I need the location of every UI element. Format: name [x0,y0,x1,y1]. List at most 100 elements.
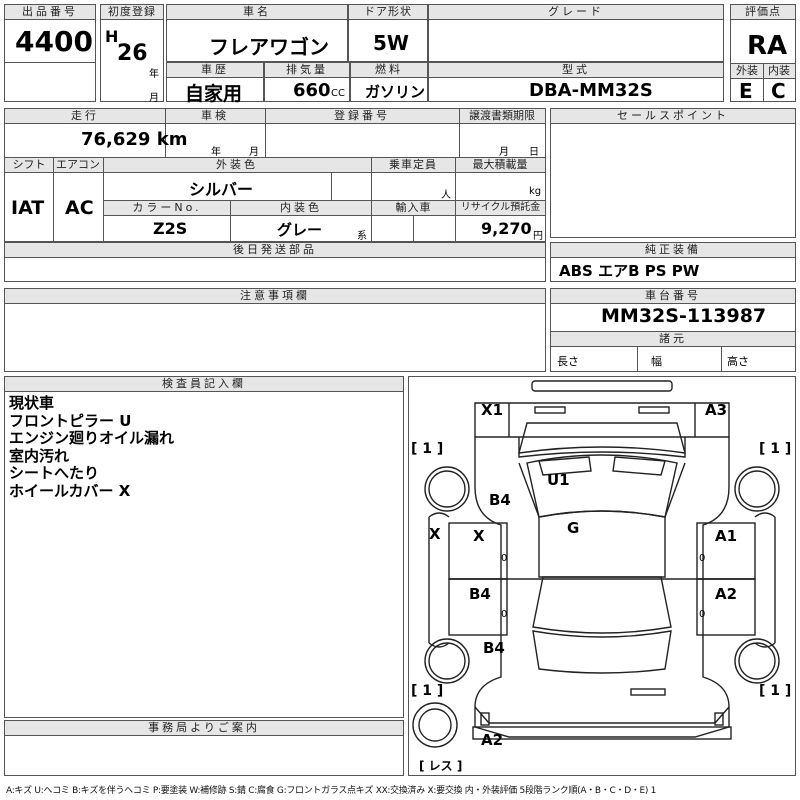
import-label: 輸入車 [372,201,455,215]
door-cell: ドア形状 5W [348,4,428,62]
chassis-label: 車台番号 [551,289,795,303]
recycle-unit: 円 [533,231,543,242]
mark-a2-bottom: A2 [481,731,504,749]
inspector-remarks: 現状車 フロントピラー U エンジン廻りオイル漏れ 室内汚れ シートへたり ホイ… [9,394,175,500]
insp-year-unit: 年 [211,147,221,158]
mark-b4-front: B4 [489,491,511,509]
remark-line: 室内汚れ [9,446,70,465]
specs-label: 諸元 [551,332,795,346]
mark-x1: X1 [481,401,504,419]
mileage-label: 走行 [5,109,165,123]
int-color-label: 内装色 [231,201,371,215]
int-color-value: グレー [277,221,323,239]
damage-diagram: X1 A3 U1 B4 G X X A1 B4 A2 B4 A2 [ 1 ] [… [408,376,796,776]
model-value: DBA-MM32S [529,80,653,101]
model-label: 型式 [429,63,723,77]
transfer-day-unit: 日 [529,147,539,158]
mark-a3: A3 [705,401,728,419]
era: H [105,27,119,46]
inspector-remarks-cell: 検査員記入欄 現状車 フロントピラー U エンジン廻りオイル漏れ 室内汚れ シー… [4,376,404,718]
displacement-label: 排気量 [265,63,349,77]
aircon-label: エアコン [53,158,103,172]
color-no-value: Z2S [153,219,188,238]
mark-b4-rear: B4 [469,585,491,603]
shift-label: シフト [5,158,53,172]
door-type: 5W [373,31,409,55]
lot-number-label: 出品番号 [5,5,95,19]
displacement-value: 660 [293,80,331,101]
vehicle-info-table: 走行 車検 登録番号 譲渡書類期限 76,629 km 年 月 月 日 シフト … [4,108,546,242]
first-registration-cell: 初度登録 H 26 年 月 [100,4,164,104]
spec-width-label: 幅 [651,355,662,368]
chassis-number: MM32S-113987 [601,305,767,327]
car-name: フレアワゴン [209,35,329,59]
car-outline-diagram [412,380,780,748]
regno-label: 登録番号 [265,109,459,123]
car-name-cell: 車名 フレアワゴン [166,4,348,62]
legend-text: A:キズ U:ヘコミ B:キズを伴うヘコミ P:要塗装 W:補修跡 S:錆 C:… [6,786,657,796]
remark-line: 現状車 [9,394,55,412]
recycle-value: 9,270 [481,219,532,238]
remark-line: エンジン廻りオイル漏れ [9,429,175,447]
spare-tire-label: [ レス ] [419,759,463,773]
mark-x-side: X [429,525,441,543]
mark-x-door: X [473,527,485,545]
wheel-label-front-right: [ 1 ] [759,441,792,457]
transfer-month-unit: 月 [499,147,509,158]
displacement-unit: CC [331,88,345,99]
interior-label: 内装 [763,64,795,78]
door-label: ドア形状 [349,5,427,19]
caution-label: 注意事項欄 [5,289,545,303]
sales-point-label: セールスポイント [551,109,795,123]
score-value: RA [747,31,788,61]
fuel-value: ガソリン [365,83,426,101]
office-notice-cell: 事務局よりご案内 [4,720,404,776]
model-cell: 型式 DBA-MM32S [428,62,724,102]
capacity-unit: 人 [441,190,451,201]
exterior-grade: E [739,79,753,103]
equipment-cell: 純正装備 ABS エアB PS PW [550,242,796,282]
aircon-value: AC [65,197,94,219]
mileage-value: 76,629 km [81,129,188,150]
remark-line: シートへたり [9,464,100,482]
fuel-cell: 燃料 ガソリン [350,62,428,102]
exterior-label: 外装 [731,64,763,78]
mark-g: G [567,519,580,537]
door-zero: 0 [699,553,706,564]
insp-month-unit: 月 [249,147,259,158]
capacity-label: 乗車定員 [371,158,455,172]
caution-cell: 注意事項欄 [4,288,546,372]
mark-b4-rear-wheel: B4 [483,639,505,657]
first-registration-label: 初度登録 [101,5,163,19]
later-parts-label: 後日発送部品 [5,243,545,257]
month-unit: 月 [149,93,159,104]
mark-a2: A2 [715,585,738,603]
fuel-label: 燃料 [351,63,427,77]
mark-a1: A1 [715,527,738,545]
wheel-label-rear-left: [ 1 ] [411,683,444,699]
office-label: 事務局よりご案内 [5,721,403,735]
door-zero: 0 [501,609,508,620]
load-label: 最大積載量 [455,158,545,172]
score-cell: 評価点 RA 外装 内装 E C [730,4,796,103]
lot-number-cell: 出品番号 4400 [4,4,96,102]
ext-color-label: 外装色 [103,158,371,172]
chassis-cell: 車台番号 MM32S-113987 諸元 長さ 幅 高さ [550,288,796,372]
grade-label: グレード [429,5,723,19]
door-zero: 0 [699,609,706,620]
spec-height-label: 高さ [727,355,749,368]
wheel-label-front-left: [ 1 ] [411,441,444,457]
year-unit: 年 [149,69,159,80]
shift-value: IAT [11,197,45,219]
interior-grade: C [771,79,786,103]
sales-point-cell: セールスポイント [550,108,796,238]
remark-line: フロントピラー U [9,411,132,430]
inspector-label: 検査員記入欄 [5,377,403,391]
remark-line: ホイールカバー X [9,481,131,500]
mark-u1: U1 [547,471,570,489]
inspection-label: 車検 [165,109,265,123]
lot-number: 4400 [15,25,93,58]
grade-cell: グレード [428,4,724,62]
load-unit: kg [529,186,542,197]
history-value: 自家用 [185,83,243,105]
